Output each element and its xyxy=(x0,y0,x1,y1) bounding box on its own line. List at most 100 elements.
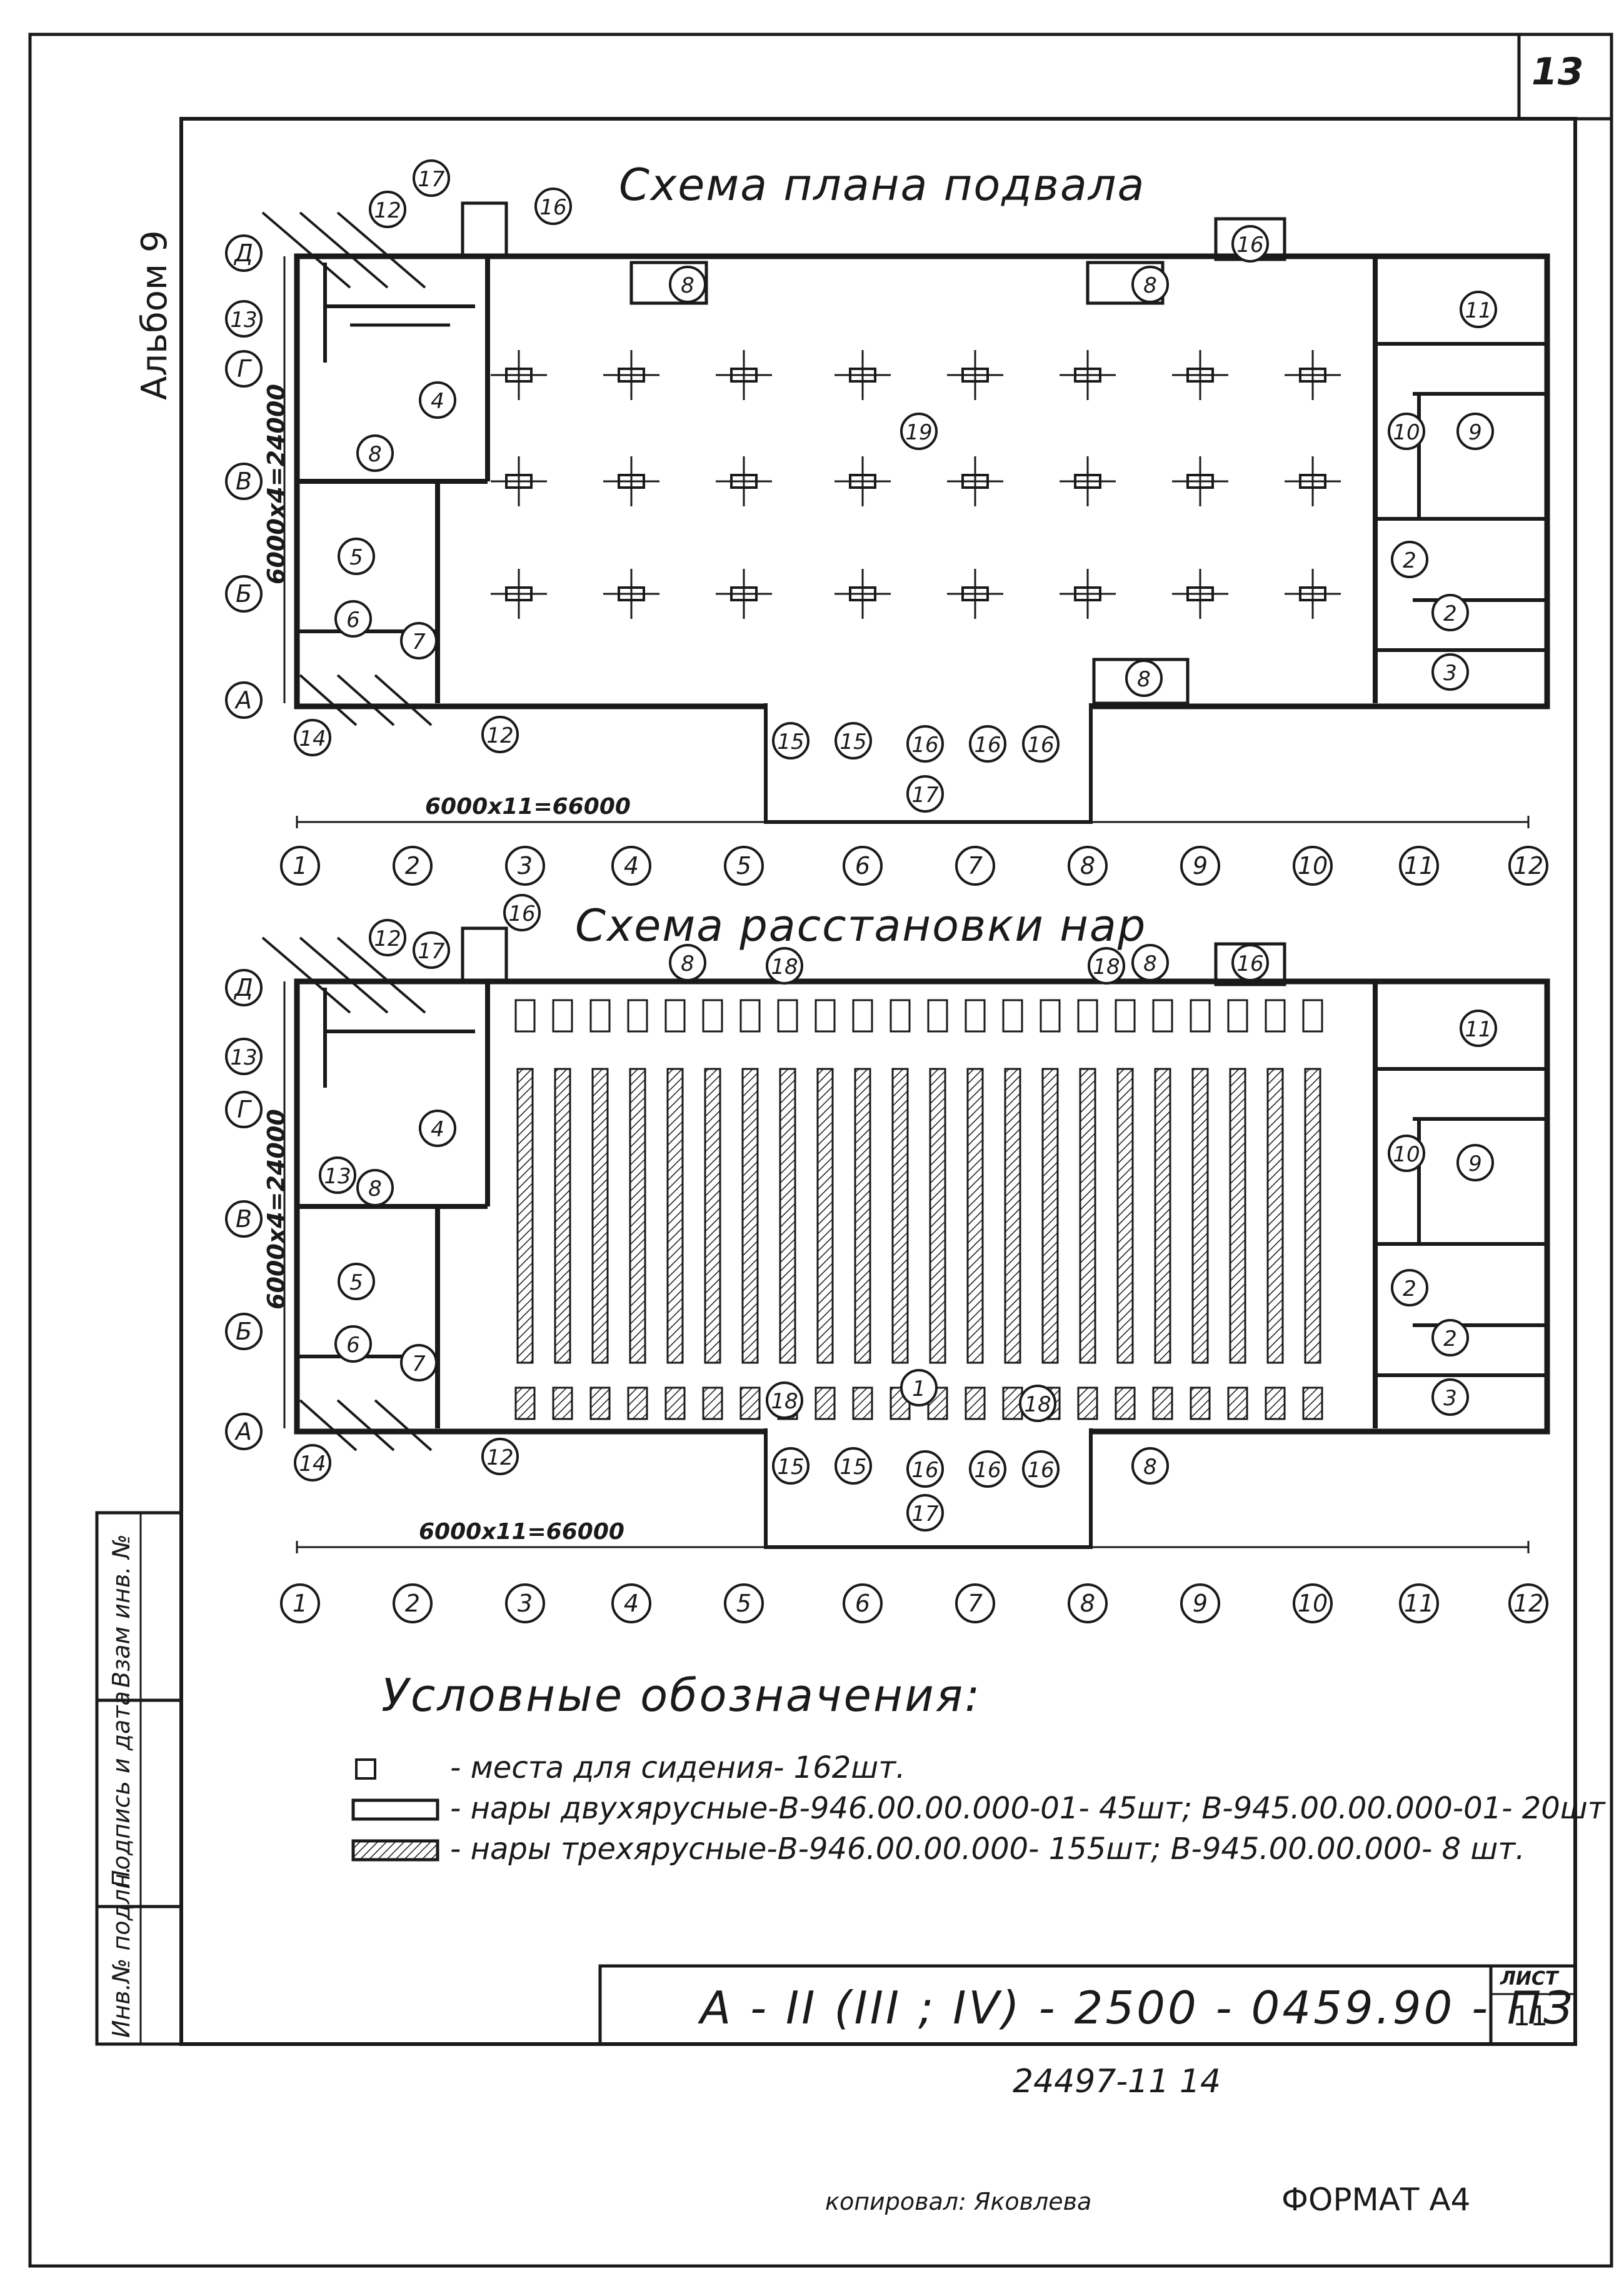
axis-number-bottom-label: 9 xyxy=(1193,1590,1208,1617)
axis-letter-top-label: Б xyxy=(236,580,252,608)
room-number-bottom: 14 xyxy=(299,1451,326,1476)
axis-number-top xyxy=(505,846,545,886)
room-number-top: 4 xyxy=(431,389,444,414)
room-number-top: 6 xyxy=(346,608,360,633)
room-number-bottom: 17 xyxy=(418,939,445,964)
column xyxy=(730,368,758,383)
room-bubble-top xyxy=(225,300,263,338)
room-number-bottom: 17 xyxy=(911,1501,939,1526)
column xyxy=(961,474,989,489)
room-bubble-bottom xyxy=(294,1444,331,1481)
bunk xyxy=(1266,1068,1284,1364)
room-bubble-top xyxy=(906,775,944,813)
bunk-top xyxy=(927,999,948,1033)
room-bubble-bottom xyxy=(1388,1135,1425,1172)
bunk-top xyxy=(1227,999,1248,1033)
axis-letter-bottom-label: Д xyxy=(233,974,253,1001)
bunk-top xyxy=(1077,999,1098,1033)
bunk-layout-plan xyxy=(261,926,1550,1553)
room-bubble-bottom xyxy=(369,919,406,956)
room-bubble-top xyxy=(669,266,706,303)
room-bubble-bottom xyxy=(772,1447,809,1485)
axis-letter-top xyxy=(225,350,263,388)
room-bubble-top xyxy=(1231,225,1269,263)
room-bubble-bottom xyxy=(1431,1378,1469,1416)
bunk-top xyxy=(815,999,836,1033)
axis-number-bottom-label: 7 xyxy=(968,1590,983,1617)
column xyxy=(1186,368,1214,383)
room-bubble-bottom xyxy=(481,1438,519,1475)
room-number-top: 2 xyxy=(1403,548,1416,573)
room-bubble-top xyxy=(900,413,938,450)
bunk xyxy=(629,1068,646,1364)
axis-number-top xyxy=(724,846,764,886)
bunk-top xyxy=(1190,999,1211,1033)
column xyxy=(1186,474,1214,489)
axis-number-top-label: 2 xyxy=(405,852,420,880)
room-number-top: 3 xyxy=(1443,661,1457,686)
room-number-bottom: 18 xyxy=(1024,1392,1051,1417)
bunk xyxy=(891,1068,909,1364)
axis-letter-top xyxy=(225,575,263,613)
axis-number-bottom xyxy=(843,1583,883,1623)
plan-bottom-dimension-h: 6000х11=66000 xyxy=(419,1519,624,1545)
room-number-top: 16 xyxy=(539,195,566,220)
axis-number-top xyxy=(280,846,320,886)
room-number-top: 17 xyxy=(418,167,445,192)
axis-number-bottom xyxy=(611,1583,651,1623)
axis-letter-top xyxy=(225,234,263,272)
bunk xyxy=(816,1068,834,1364)
room-bubble-bottom xyxy=(835,1447,872,1485)
bunk-bottom xyxy=(852,1386,873,1420)
room-bubble-bottom xyxy=(1019,1385,1056,1422)
room-bubble-bottom xyxy=(1431,1319,1469,1356)
bunk-bottom xyxy=(1302,1386,1323,1420)
bunk-bottom xyxy=(1115,1386,1136,1420)
axis-letter-bottom xyxy=(225,969,263,1006)
bunk xyxy=(704,1068,721,1364)
axis-number-top-label: 3 xyxy=(518,852,533,880)
room-number-bottom: 12 xyxy=(486,1445,513,1470)
room-bubble-top xyxy=(906,725,944,763)
room-bubble-bottom xyxy=(400,1344,438,1381)
two-tier-bunk-symbol xyxy=(351,1798,439,1821)
axis-letter-top-label: А xyxy=(234,686,252,714)
axis-letter-bottom-label: Б xyxy=(236,1318,252,1345)
bunk-top xyxy=(777,999,798,1033)
room-bubble-bottom xyxy=(1131,944,1169,981)
column xyxy=(1074,586,1101,601)
axis-number-bottom xyxy=(505,1583,545,1623)
bunk-bottom xyxy=(514,1386,536,1420)
bunk xyxy=(591,1068,609,1364)
room-bubble-bottom xyxy=(356,1169,394,1206)
room-bubble-bottom xyxy=(1456,1144,1494,1181)
page-number-box xyxy=(1517,33,1613,121)
axis-number-bottom xyxy=(724,1583,764,1623)
bunk-bottom xyxy=(552,1386,573,1420)
bunk xyxy=(554,1068,571,1364)
bunk-bottom xyxy=(627,1386,648,1420)
axis-number-bottom-label: 6 xyxy=(855,1590,870,1617)
room-bubble-top xyxy=(1456,413,1494,450)
axis-number-bottom xyxy=(280,1583,320,1623)
room-number-top: 8 xyxy=(1137,667,1151,692)
column xyxy=(1074,474,1101,489)
room-number-bottom: 9 xyxy=(1468,1151,1482,1176)
room-bubble-top xyxy=(1125,659,1163,697)
room-bubble-bottom xyxy=(1231,944,1269,981)
room-number-top: 8 xyxy=(1143,273,1157,298)
plan-bottom-title: Схема расстановки нар xyxy=(575,900,1147,951)
bunk-top xyxy=(965,999,986,1033)
column xyxy=(505,368,533,383)
bunk-bottom xyxy=(664,1386,686,1420)
room-number-bottom: 5 xyxy=(349,1270,363,1295)
legend-item-seats: - места для сидения- 162шт. xyxy=(450,1750,906,1785)
room-number-bottom: 16 xyxy=(1236,951,1263,976)
column xyxy=(961,586,989,601)
room-bubble-bottom xyxy=(1088,947,1125,985)
room-bubble-top xyxy=(338,538,375,575)
room-bubble-top xyxy=(1131,266,1169,303)
room-bubble-top xyxy=(356,434,394,472)
